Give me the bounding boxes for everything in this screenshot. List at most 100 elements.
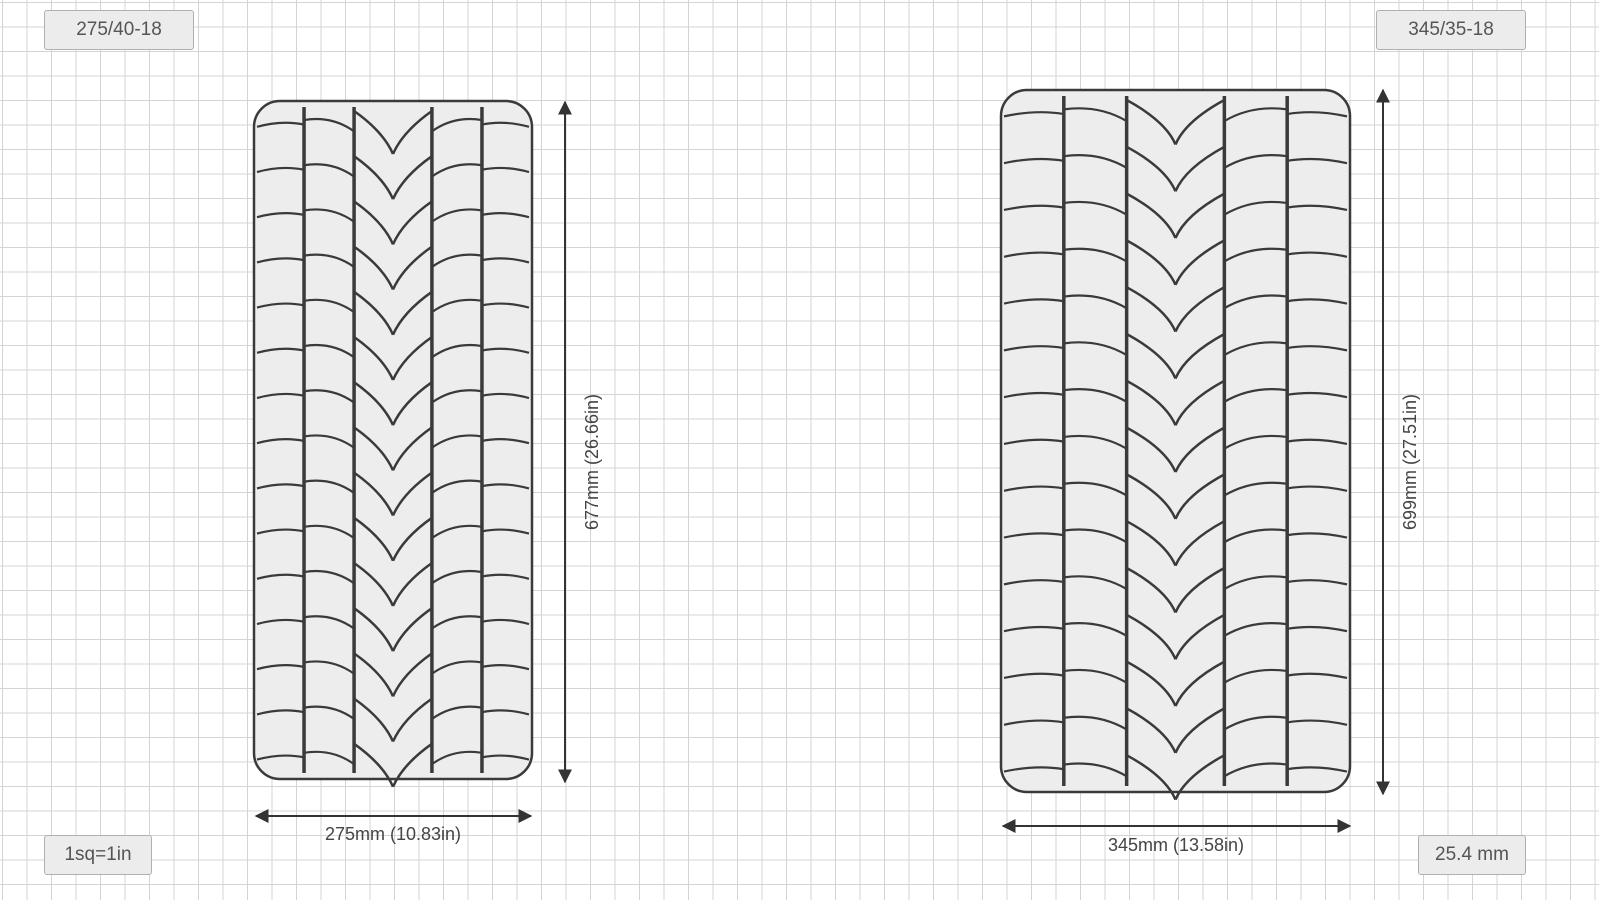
- tire-body-right: [999, 88, 1352, 794]
- tread-sipe-left: [353, 561, 395, 607]
- tread-sipe-right: [1126, 707, 1177, 754]
- tread-sipe-right: [1063, 107, 1128, 123]
- tread-sipe-left: [431, 434, 483, 449]
- tread-sipe-left: [303, 750, 355, 766]
- tread-sipe-right: [1223, 668, 1288, 684]
- tread-sipe-left: [481, 618, 530, 626]
- tread-sipe-left: [256, 618, 305, 626]
- tread-sipe-right: [1286, 672, 1348, 680]
- tread-sipe-left: [391, 290, 433, 336]
- tread-sipe-left: [391, 381, 433, 426]
- tread-sipe-right: [1223, 762, 1288, 778]
- tread-sipe-right: [1223, 107, 1288, 123]
- tread-sipe-left: [303, 343, 355, 359]
- tread-sipe-left: [353, 516, 395, 562]
- tread-sipe-right: [1126, 566, 1177, 613]
- tread-sipe-right: [1126, 520, 1177, 567]
- tread-sipe-left: [353, 290, 395, 336]
- tread-sipe-right: [1286, 111, 1348, 118]
- tread-sipe-left: [481, 257, 530, 264]
- tread-sipe-right: [1286, 157, 1348, 165]
- tread-sipe-right: [1003, 625, 1065, 633]
- tread-sipe-right: [1126, 613, 1177, 660]
- grid-scale-label: 1sq=1in: [44, 835, 152, 875]
- tread-sipe-right: [1003, 157, 1065, 165]
- tread-sipe-left: [391, 426, 433, 471]
- tread-sipe-right: [1063, 575, 1128, 591]
- tread-sipe-left: [303, 479, 355, 494]
- tread-sipe-left: [431, 117, 483, 133]
- tread-sipe-left: [431, 660, 483, 675]
- tread-sipe-left: [303, 163, 355, 178]
- tread-sipe-left: [391, 607, 433, 652]
- tread-sipe-right: [1286, 391, 1348, 399]
- tread-sipe-left: [481, 121, 530, 128]
- tread-sipe-left: [481, 664, 530, 671]
- tread-sipe-right: [1286, 532, 1348, 539]
- tread-sipe-left: [303, 208, 355, 223]
- tread-sipe-right: [1003, 391, 1065, 399]
- tread-sipe-left: [353, 426, 395, 471]
- tread-sipe-left: [481, 347, 530, 354]
- tread-sipe-right: [1126, 660, 1177, 707]
- tread-sipe-right: [1286, 204, 1348, 212]
- tread-sipe-right: [1174, 520, 1225, 567]
- tread-sipe-right: [1063, 154, 1128, 169]
- tread-sipe-right: [1126, 145, 1177, 192]
- height-dimension-text-right: 699mm (27.51in): [1400, 394, 1420, 530]
- tread-sipe-left: [303, 298, 355, 314]
- tread-sipe-left: [303, 524, 355, 540]
- tread-sipe-right: [1126, 473, 1177, 520]
- tread-sipe-left: [431, 253, 483, 268]
- tread-sipe-left: [353, 471, 395, 517]
- tread-sipe-left: [353, 607, 395, 652]
- tread-sipe-left: [481, 166, 530, 174]
- tread-sipe-left: [431, 298, 483, 314]
- tread-sipe-left: [303, 569, 355, 585]
- tread-sipe-right: [1126, 286, 1177, 333]
- tread-sipe-right: [1286, 485, 1348, 492]
- tread-sipe-left: [256, 347, 305, 354]
- tread-sipe-left: [256, 257, 305, 264]
- tread-sipe-left: [481, 709, 530, 716]
- tread-sipe-right: [1286, 438, 1348, 446]
- tread-sipe-left: [353, 381, 395, 426]
- tread-sipe-right: [1223, 575, 1288, 591]
- tread-sipe-right: [1286, 345, 1348, 352]
- tread-sipe-right: [1063, 388, 1128, 403]
- tread-sipe-left: [431, 705, 483, 720]
- tread-sipe-right: [1126, 426, 1177, 473]
- tread-sipe-left: [256, 754, 305, 761]
- tire-body-left: [252, 99, 534, 781]
- tread-sipe-left: [303, 117, 355, 133]
- tread-sipe-right: [1063, 668, 1128, 684]
- tread-sipe-right: [1223, 481, 1288, 497]
- tread-sipe-right: [1223, 715, 1288, 731]
- unit-conversion-label: 25.4 mm: [1418, 835, 1526, 875]
- width-dimension-text-left: 275mm (10.83in): [325, 824, 461, 844]
- tread-sipe-right: [1286, 766, 1348, 773]
- tread-sipe-right: [1174, 707, 1225, 754]
- tire-right: [999, 88, 1352, 801]
- tread-sipe-left: [481, 392, 530, 400]
- tread-sipe-right: [1223, 388, 1288, 403]
- tread-sipe-left: [391, 652, 433, 697]
- tread-sipe-right: [1286, 251, 1348, 258]
- tread-sipe-right: [1174, 192, 1225, 239]
- tread-sipe-right: [1223, 154, 1288, 169]
- tread-sipe-left: [481, 528, 530, 535]
- tread-sipe-right: [1126, 98, 1177, 145]
- tread-sipe-right: [1003, 438, 1065, 446]
- tread-sipe-left: [431, 615, 483, 630]
- tread-sipe-left: [431, 569, 483, 585]
- tread-sipe-left: [256, 438, 305, 445]
- tire-left: [252, 99, 534, 788]
- tread-sipe-right: [1126, 754, 1177, 801]
- tread-sipe-right: [1174, 239, 1225, 286]
- tread-sipe-right: [1063, 294, 1128, 310]
- tread-sipe-right: [1003, 204, 1065, 212]
- tread-sipe-right: [1063, 341, 1128, 357]
- tread-sipe-right: [1126, 332, 1177, 379]
- tread-sipe-left: [391, 561, 433, 607]
- tread-sipe-right: [1223, 200, 1288, 216]
